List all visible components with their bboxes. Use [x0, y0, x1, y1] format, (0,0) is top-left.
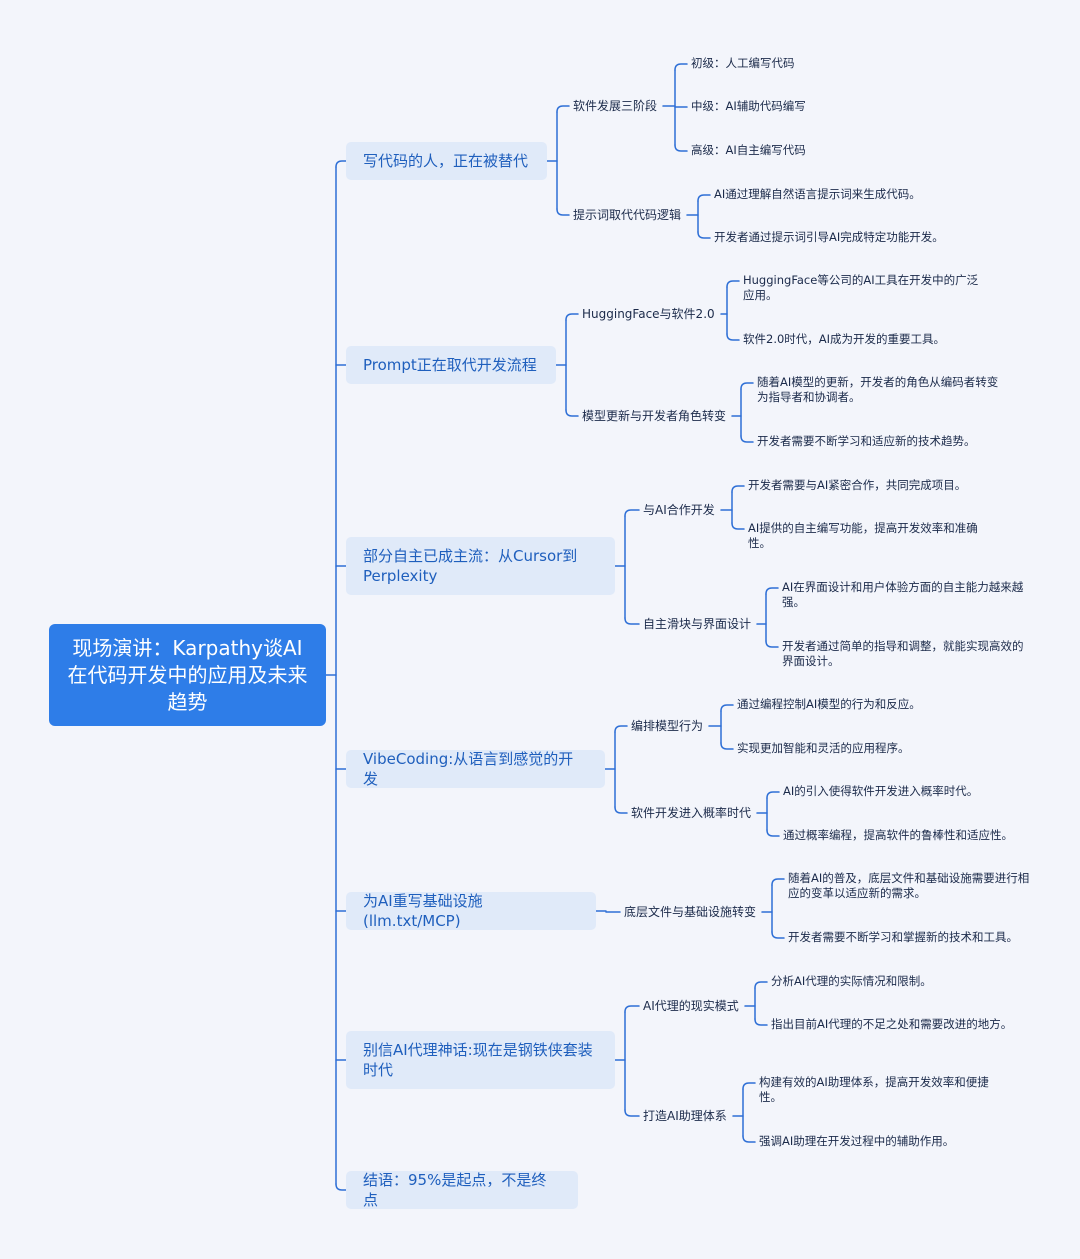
leaf-node[interactable]: 随着AI的普及，底层文件和基础设施需要进行相应的变革以适应新的需求。 — [788, 871, 1030, 900]
sub-topic-connector-branch — [765, 587, 779, 595]
sub-topic-node[interactable]: 软件开发进入概率时代 — [631, 806, 752, 820]
sub-topic-connector-branch — [754, 1018, 768, 1026]
leaf-node[interactable]: HuggingFace等公司的AI工具在开发中的广泛应用。 — [743, 273, 979, 302]
sub-topic-node[interactable]: 编排模型行为 — [631, 719, 704, 733]
sub-topic-connector-branch — [697, 231, 711, 239]
sub-topic-connector-branch — [726, 333, 740, 341]
sub-topic-connector-branch — [765, 640, 779, 648]
sub-topic-node[interactable]: 打造AI助理体系 — [643, 1109, 727, 1123]
sub-topic-connector-branch — [771, 878, 785, 886]
root-connector-branch — [335, 160, 347, 168]
root-node[interactable]: 现场演讲：Karpathy谈AI在代码开发中的应用及未来趋势 — [49, 624, 326, 726]
leaf-node[interactable]: 指出目前AI代理的不足之处和需要改进的地方。 — [771, 1017, 1013, 1031]
leaf-node[interactable]: AI提供的自主编写功能，提高开发效率和准确性。 — [748, 521, 978, 550]
sub-topic-connector-branch — [766, 791, 780, 799]
sub-topic-connector-branch — [720, 704, 734, 712]
sub-topic-node[interactable]: 提示词取代代码逻辑 — [573, 208, 682, 222]
leaf-node[interactable]: 开发者通过提示词引导AI完成特定功能开发。 — [714, 230, 944, 244]
sub-topic-connector-branch — [731, 522, 745, 530]
branch-node[interactable]: VibeCoding:从语言到感觉的开发 — [346, 750, 605, 788]
sub-topic-node[interactable]: HuggingFace与软件2.0 — [582, 307, 715, 321]
leaf-node[interactable]: 开发者通过简单的指导和调整，就能实现高效的界面设计。 — [782, 639, 1024, 668]
branch-connector-branch — [624, 509, 640, 517]
leaf-node[interactable]: 初级：人工编写代码 — [691, 56, 795, 70]
sub-topic-connector-branch — [674, 144, 688, 152]
branch-node[interactable]: 别信AI代理神话:现在是钢铁侠套装时代 — [346, 1031, 615, 1089]
branch-connector-branch — [614, 806, 628, 814]
branch-connector-branch — [556, 208, 570, 216]
branch-connector-branch — [565, 313, 579, 321]
leaf-node[interactable]: 通过概率编程，提高软件的鲁棒性和适应性。 — [783, 828, 1013, 842]
sub-topic-connector-branch — [720, 742, 734, 750]
branch-connector-branch — [556, 105, 570, 113]
sub-topic-connector-branch — [742, 1135, 756, 1143]
sub-topic-connector-branch — [740, 382, 754, 390]
sub-topic-node[interactable]: 自主滑块与界面设计 — [643, 617, 752, 631]
sub-topic-connector-branch — [674, 63, 688, 71]
sub-topic-connector-branch — [766, 829, 780, 837]
leaf-node[interactable]: AI通过理解自然语言提示词来生成代码。 — [714, 187, 921, 201]
branch-connector-branch — [614, 725, 628, 733]
leaf-node[interactable]: 实现更加智能和灵活的应用程序。 — [737, 741, 910, 755]
leaf-node[interactable]: 中级：AI辅助代码编写 — [691, 99, 806, 113]
leaf-node[interactable]: 开发者需要不断学习和适应新的技术趋势。 — [757, 434, 976, 448]
sub-topic-connector-branch — [740, 435, 754, 443]
sub-topic-connector-branch — [742, 1082, 756, 1090]
root-title: 现场演讲：Karpathy谈AI在代码开发中的应用及未来趋势 — [67, 635, 308, 714]
root-connector-branch — [335, 1183, 347, 1191]
sub-topic-connector-branch — [731, 485, 745, 493]
leaf-node[interactable]: AI在界面设计和用户体验方面的自主能力越来越强。 — [782, 580, 1024, 609]
sub-topic-node[interactable]: 底层文件与基础设施转变 — [624, 905, 757, 919]
leaf-node[interactable]: AI的引入使得软件开发进入概率时代。 — [783, 784, 979, 798]
sub-topic-connector-branch — [754, 981, 768, 989]
branch-node[interactable]: 结语：95%是起点，不是终点 — [346, 1171, 578, 1209]
sub-topic-connector-branch — [771, 931, 785, 939]
leaf-node[interactable]: 开发者需要与AI紧密合作，共同完成项目。 — [748, 478, 967, 492]
leaf-node[interactable]: 随着AI模型的更新，开发者的角色从编码者转变为指导者和协调者。 — [757, 375, 999, 404]
sub-topic-node[interactable]: AI代理的现实模式 — [643, 999, 739, 1013]
sub-topic-connector-branch — [726, 280, 740, 288]
branch-connector-branch — [624, 617, 640, 625]
sub-topic-node[interactable]: 软件发展三阶段 — [573, 99, 658, 113]
leaf-node[interactable]: 构建有效的AI助理体系，提高开发效率和便捷性。 — [759, 1075, 989, 1104]
branch-node[interactable]: 为AI重写基础设施(llm.txt/MCP) — [346, 892, 596, 930]
leaf-node[interactable]: 高级：AI自主编写代码 — [691, 143, 806, 157]
branch-connector-branch — [624, 1005, 640, 1013]
leaf-node[interactable]: 软件2.0时代，AI成为开发的重要工具。 — [743, 332, 946, 346]
sub-topic-connector-branch — [697, 194, 711, 202]
branch-node[interactable]: Prompt正在取代开发流程 — [346, 346, 556, 384]
leaf-node[interactable]: 强调AI助理在开发过程中的辅助作用。 — [759, 1134, 955, 1148]
branch-node[interactable]: 部分自主已成主流：从Cursor到Perplexity — [346, 537, 615, 595]
sub-topic-node[interactable]: 模型更新与开发者角色转变 — [582, 409, 727, 423]
leaf-node[interactable]: 通过编程控制AI模型的行为和反应。 — [737, 697, 921, 711]
sub-topic-node[interactable]: 与AI合作开发 — [643, 503, 715, 517]
branch-connector-branch — [624, 1109, 640, 1117]
leaf-node[interactable]: 开发者需要不断学习和掌握新的技术和工具。 — [788, 930, 1018, 944]
branch-connector-branch — [565, 409, 579, 417]
branch-node[interactable]: 写代码的人，正在被替代 — [346, 142, 547, 180]
leaf-node[interactable]: 分析AI代理的实际情况和限制。 — [771, 974, 932, 988]
